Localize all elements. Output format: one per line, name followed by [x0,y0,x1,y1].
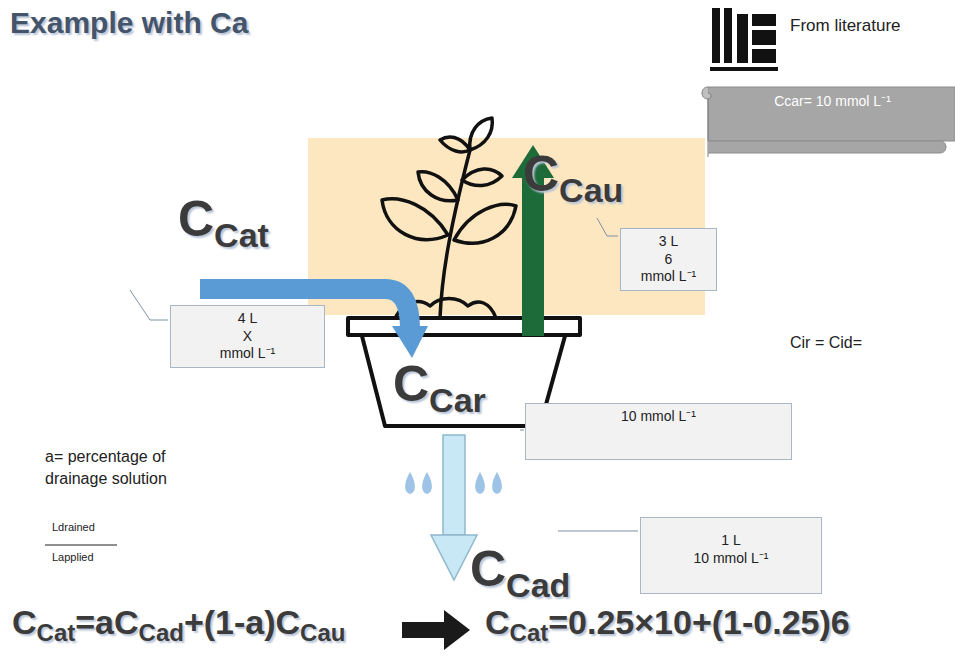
symbol-text: C [12,603,37,641]
value-box: 1 L10 mmol L⁻¹ [640,517,822,594]
leader-lines [130,218,638,531]
subscript: Cad [506,566,570,604]
flow-symbol: CCat [178,190,269,248]
box-text: mmol L⁻¹ [627,268,710,286]
box-text: 1 L [647,532,815,550]
box-text: X [177,328,318,346]
drainage-arrow [443,435,465,535]
fraction-bar [45,544,117,545]
formula: CCat=0.25×10+(1-0.25)6 [485,603,850,642]
subscript: Car [429,381,486,419]
source-note: From literature [790,16,910,36]
subscript: Cat [37,619,76,646]
formula: CCat=aCCad+(1-a)CCau [12,603,345,642]
flow-symbol: CCad [470,540,570,598]
subscript: Cat [510,619,549,646]
literature-scroll: Ccar= 10 mmol L⁻¹ [700,83,955,159]
box-text: 3 L [627,233,710,251]
title: Example with Ca [10,6,248,40]
value-box: 10 mmol L⁻¹ [525,403,792,460]
subscript: Cat [214,216,269,254]
symbol-text: =0.25×10+(1-0.25)6 [548,603,850,641]
flow-symbol: CCau [523,145,623,203]
symbol-text: +(1-a)C [184,603,300,641]
note: Cir = Cid= [790,334,862,352]
fraction-numerator: Ldrained [52,521,95,533]
value-box: 3 L6mmol L⁻¹ [620,228,717,291]
definition: a= percentage of drainage solution [45,446,205,489]
flow-symbol: CCar [393,355,486,413]
subscript: Cau [300,619,345,646]
subscript: Cad [139,619,184,646]
symbol-text: C [485,603,510,641]
drops [405,472,502,494]
symbol-text: =aC [75,603,138,641]
value-box: 4 LXmmol L⁻¹ [170,305,325,368]
box-text: 10 mmol L⁻¹ [532,408,785,426]
box-text: 6 [627,251,710,269]
box-text: 10 mmol L⁻¹ [647,550,815,568]
symbol-text: C [178,191,214,247]
applied-flow-arrowhead [392,326,428,358]
formula-arrow [402,610,470,650]
symbol-text: C [470,541,506,597]
box-text: mmol L⁻¹ [177,345,318,363]
subscript: Cau [559,171,623,209]
symbol-text: C [393,356,429,412]
fraction-denominator: Lapplied [52,551,94,563]
box-text: 4 L [177,310,318,328]
literature-value: Ccar= 10 mmol L⁻¹ [700,83,955,110]
symbol-text: C [523,146,559,202]
books-icon [710,8,778,71]
